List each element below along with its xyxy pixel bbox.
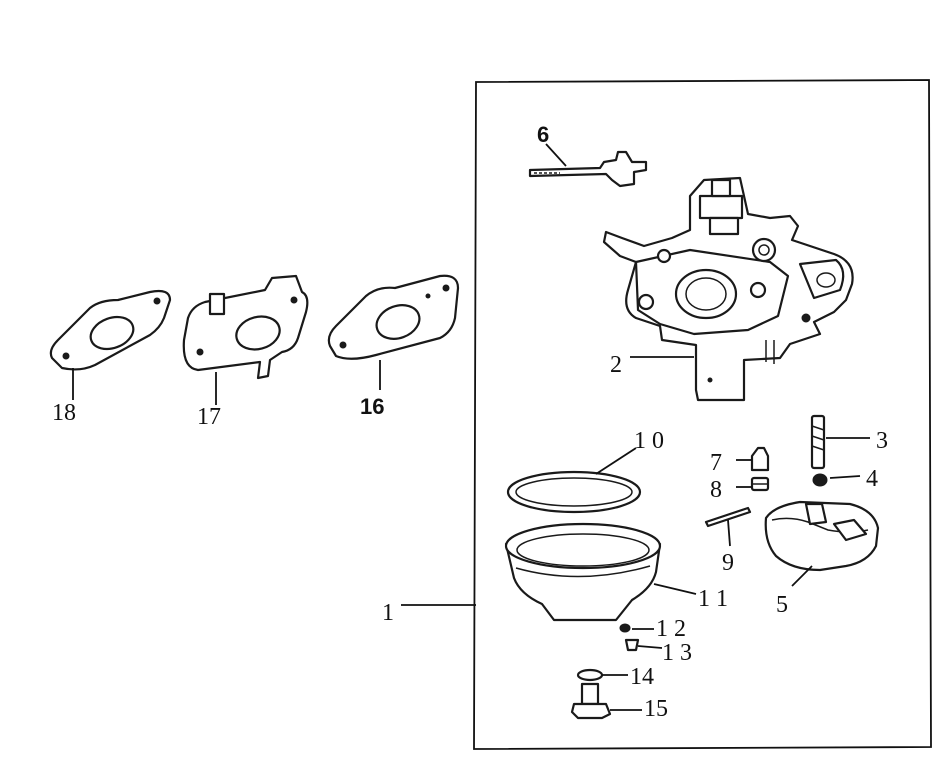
bowl-gasket-10	[506, 447, 642, 514]
callout-8: 8	[710, 477, 722, 503]
gasket-16	[327, 274, 460, 390]
callout-17: 17	[197, 404, 221, 430]
bolt-13	[624, 638, 663, 652]
callout-3: 3	[876, 428, 888, 454]
callout-14: 14	[630, 664, 654, 690]
callout-18: 18	[52, 400, 76, 426]
callout-6: 6	[537, 122, 549, 147]
insulator-plate-17	[182, 274, 309, 405]
callout-15: 15	[644, 696, 668, 722]
callout-7: 7	[710, 450, 722, 476]
callout-2: 2	[610, 352, 622, 378]
bowl-bolt-15	[570, 682, 642, 720]
float-needle-3	[810, 414, 870, 470]
float-bowl-11	[401, 522, 697, 622]
callout-9: 9	[722, 550, 734, 576]
float-pin-9	[704, 506, 752, 547]
callout-12: 1 2	[656, 616, 686, 642]
callout-5: 5	[776, 592, 788, 618]
callout-11: 1 1	[698, 586, 728, 612]
callout-4: 4	[866, 466, 878, 492]
jet-holder-8	[736, 476, 770, 492]
callout-13: 1 3	[662, 640, 692, 666]
callout-10: 1 0	[634, 428, 664, 454]
float-5	[764, 500, 880, 587]
choke-lever-6	[528, 143, 648, 188]
washer-14	[576, 668, 628, 682]
drain-screw-12	[619, 623, 654, 633]
main-jet-7	[736, 446, 770, 472]
spring-4	[812, 473, 861, 487]
callout-1: 1	[382, 600, 394, 626]
gasket-18	[49, 289, 172, 400]
assembly-frame	[473, 79, 932, 750]
carburetor-body-2	[602, 176, 854, 402]
callout-16: 16	[360, 394, 384, 419]
